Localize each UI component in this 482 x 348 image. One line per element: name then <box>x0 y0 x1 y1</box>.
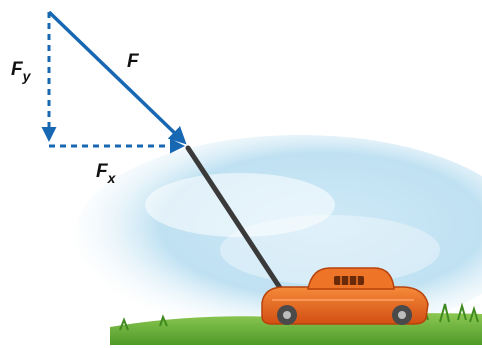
y-component-label: Fy <box>11 59 32 84</box>
force-label: F <box>127 51 140 72</box>
force-vector-arrow <box>47 10 187 145</box>
x-component-label: Fx <box>96 161 117 186</box>
mower-handle <box>185 145 291 303</box>
vectors <box>41 10 187 154</box>
mower-deck <box>261 286 429 325</box>
lawn-mower <box>185 145 429 325</box>
